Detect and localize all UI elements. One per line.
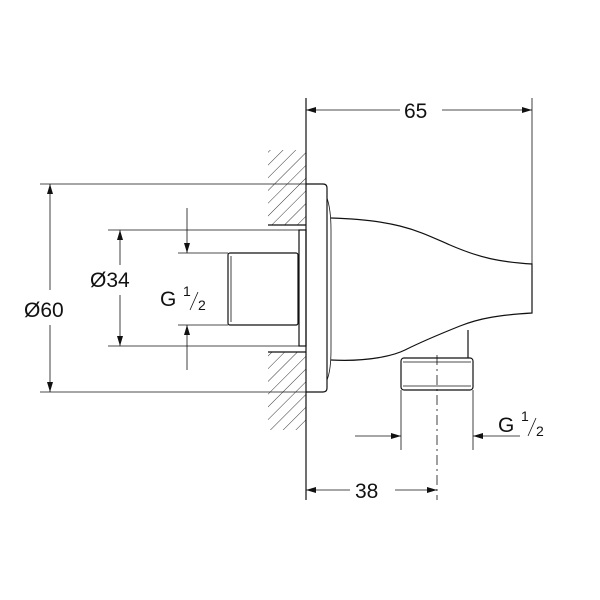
dimension-lines (40, 98, 533, 493)
svg-text:1: 1 (521, 408, 529, 424)
outlet-thread-label: G 1 2 (498, 408, 544, 439)
svg-text:2: 2 (198, 297, 206, 313)
dim-inner-diameter-label: Ø34 (90, 269, 130, 292)
svg-text:2: 2 (536, 423, 544, 439)
dim-offset-label: 38 (355, 480, 378, 503)
dim-flange-diameter-label: Ø60 (24, 299, 64, 322)
inlet-pipe (227, 229, 307, 347)
elbow-body (330, 217, 533, 361)
flange (306, 183, 332, 393)
svg-text:G: G (160, 288, 176, 311)
svg-text:1: 1 (183, 283, 191, 299)
inlet-thread-label: G 1 2 (160, 283, 206, 313)
svg-text:G: G (498, 414, 514, 437)
dim-depth-label: 65 (404, 100, 427, 123)
wall-hatching (268, 150, 306, 430)
